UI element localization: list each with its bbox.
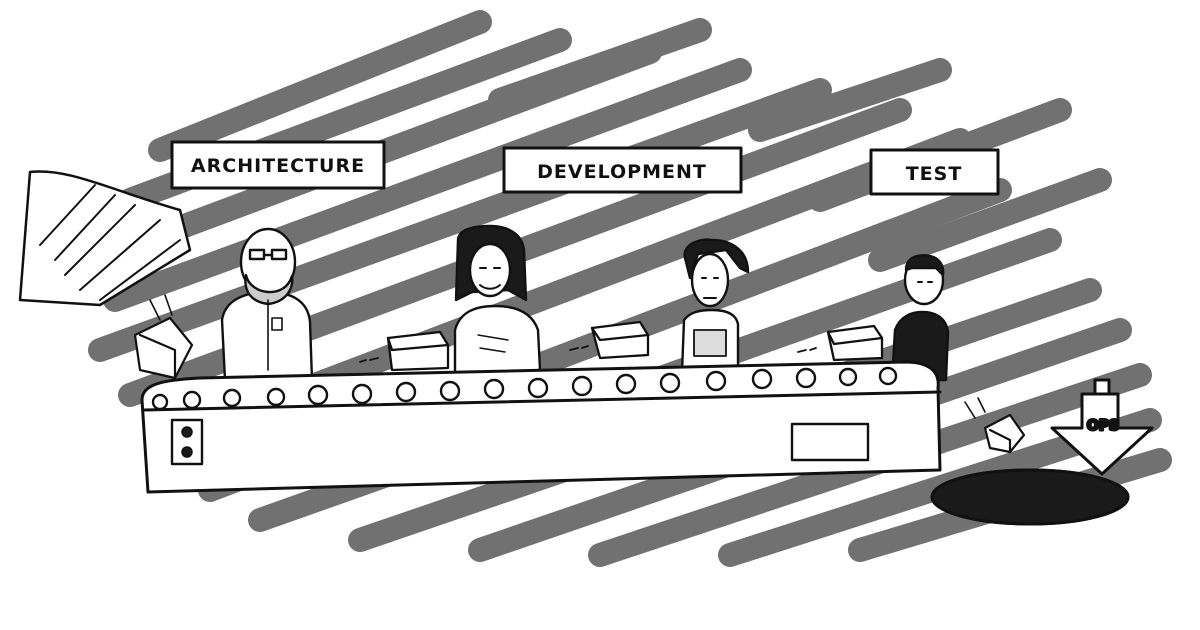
intake-fan (18, 170, 192, 307)
box-after-architecture (359, 330, 450, 372)
box-after-development (569, 320, 650, 360)
falling-box-right (964, 397, 1026, 454)
belt-rollers (151, 366, 898, 411)
ops-arrow: OPS (1050, 378, 1154, 476)
falling-box-left (133, 294, 194, 380)
box-after-test (797, 324, 884, 362)
architect-figure (220, 227, 314, 382)
ops-label: OPS (1087, 418, 1119, 434)
sign-architecture: ARCHITECTURE (170, 140, 386, 190)
sign-test: TEST (869, 148, 1000, 196)
sign-architecture-label: ARCHITECTURE (191, 155, 365, 177)
tester-figure (680, 238, 750, 374)
developer-figure (453, 224, 542, 377)
conveyor-belt (140, 360, 942, 494)
drop-hole (930, 468, 1130, 526)
sign-development-label: DEVELOPMENT (537, 161, 707, 183)
sign-development: DEVELOPMENT (502, 146, 743, 194)
belt-plate (790, 422, 870, 462)
sign-test-label: TEST (906, 163, 963, 185)
